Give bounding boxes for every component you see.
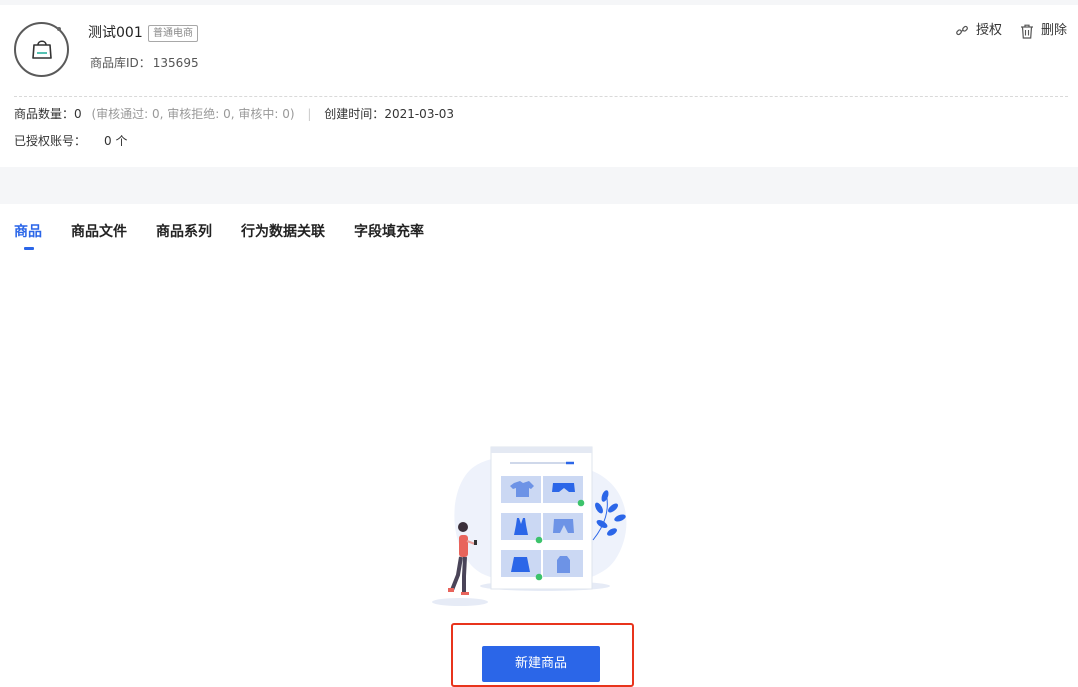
- shopping-bag-icon: [32, 40, 52, 59]
- created-time-value: 2021-03-03: [384, 107, 455, 121]
- authorize-label: 授权: [976, 23, 1003, 38]
- trash-icon: [1021, 24, 1033, 39]
- product-count-value: 0: [74, 107, 82, 121]
- header-divider: [14, 96, 1068, 97]
- product-stats: 商品数量：0 (审核通过: 0, 审核拒绝: 0, 审核中: 0) | 创建时间…: [14, 106, 454, 122]
- tab-product-series[interactable]: 商品系列: [156, 224, 212, 240]
- library-id-value: 135695: [152, 56, 199, 70]
- library-tabs: 商品 商品文件 商品系列 行为数据关联 字段填充率: [14, 222, 453, 250]
- delete-button[interactable]: 删除: [1020, 23, 1067, 39]
- new-product-button[interactable]: 新建商品: [482, 646, 600, 682]
- library-id-label: 商品库ID：: [90, 56, 151, 70]
- created-time-label: 创建时间：: [324, 107, 385, 121]
- logo-dot: [57, 27, 61, 31]
- section-separator-band: [0, 167, 1078, 204]
- library-logo: [14, 22, 69, 77]
- review-status-detail: (审核通过: 0, 审核拒绝: 0, 审核中: 0): [91, 107, 295, 121]
- authorize-button[interactable]: 授权: [955, 23, 1002, 39]
- authorized-accounts-value: 0 个: [104, 134, 128, 148]
- authorized-accounts: 已授权账号： 0 个: [14, 133, 127, 149]
- delete-label: 删除: [1041, 23, 1068, 38]
- library-id: 商品库ID：135695: [88, 55, 199, 71]
- new-product-highlight: [451, 623, 634, 687]
- empty-state-illustration: [432, 446, 627, 606]
- link-icon: [956, 25, 968, 36]
- top-strip: [0, 0, 1078, 5]
- tab-field-fill-rate[interactable]: 字段填充率: [354, 224, 424, 240]
- tab-behavior-data[interactable]: 行为数据关联: [241, 224, 325, 240]
- tab-products[interactable]: 商品: [14, 224, 42, 250]
- product-count-label: 商品数量：: [14, 107, 75, 121]
- authorized-accounts-label: 已授权账号：: [14, 134, 87, 148]
- tab-product-files[interactable]: 商品文件: [71, 224, 127, 240]
- stats-separator: |: [307, 107, 312, 121]
- library-type-badge: 普通电商: [148, 25, 198, 42]
- library-name: 测试001: [88, 25, 143, 41]
